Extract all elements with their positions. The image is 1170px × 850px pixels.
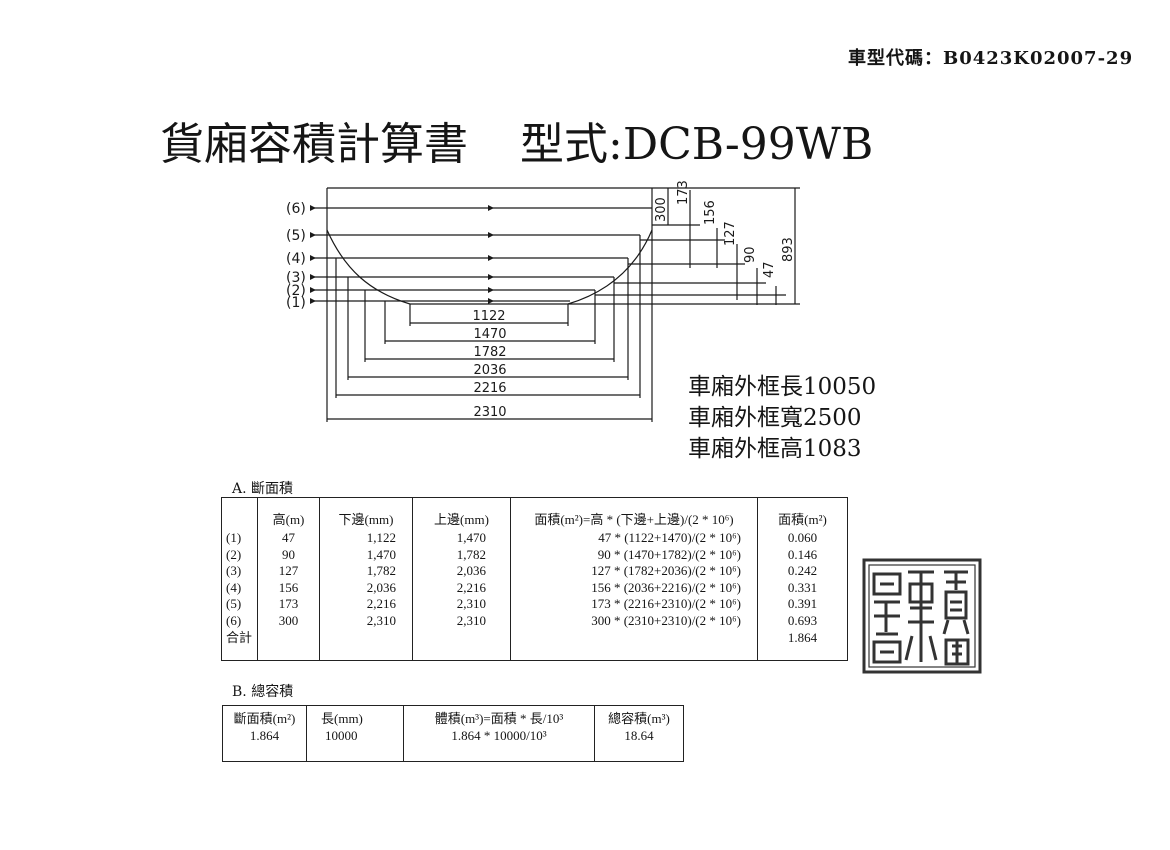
- formula-header: 面積(m²)=高 * (下邊+上邊)/(2 * 10⁶): [534, 512, 734, 527]
- row-index: (6): [226, 612, 242, 628]
- frame-height: 車廂外框高1083: [688, 436, 862, 462]
- total-label: 合計: [226, 629, 253, 645]
- frame-dimensions: 車廂外框長10050 車廂外框寬2500 車廂外框高1083: [688, 372, 876, 465]
- area-value: 0.060: [787, 530, 818, 545]
- area-value: 0.693: [787, 612, 818, 628]
- level-label: (2): [286, 283, 306, 299]
- vehicle-code: 車型代碼：B0423K02007-29: [848, 48, 1134, 69]
- area-value: 0.242: [787, 563, 818, 579]
- width-label: 2216: [473, 381, 506, 396]
- bottom-value: 1,782: [366, 563, 396, 579]
- bottom-value: 2,216: [366, 596, 396, 612]
- bottom-value: 1,470: [366, 546, 396, 562]
- level-label: (4): [286, 251, 306, 267]
- height-value: 300: [278, 612, 299, 628]
- height-value: 90: [282, 546, 295, 562]
- level-label: (1): [286, 295, 306, 311]
- top-value: 2,036: [456, 563, 486, 579]
- index-column: (1) (2) (3) (4) (5) (6) 合計: [222, 498, 258, 661]
- total-volume-table: 斷面積(m²) 1.864 長(mm) 10000 體積(m³)=面積 * 長/…: [222, 705, 684, 762]
- top-column: 上邊(mm) 1,470 1,782 2,036 2,216 2,310 2,3…: [412, 497, 511, 661]
- length-value: 10000: [325, 728, 358, 743]
- total-value: 1.864: [787, 629, 818, 645]
- formula-value: 47 * (1122+1470)/(2 * 10⁶): [598, 530, 741, 545]
- height-label: 173: [676, 180, 691, 205]
- top-value: 2,310: [456, 596, 486, 612]
- width-label: 2310: [473, 405, 506, 420]
- total-volume-value: 18.64: [624, 728, 654, 743]
- row-index: (5): [226, 596, 242, 612]
- title-model: 型式:DCB-99WB: [520, 119, 874, 170]
- formula-value: 173 * (2216+2310)/(2 * 10⁶): [591, 596, 741, 612]
- bottom-header: 下邊(mm): [338, 512, 394, 527]
- total-volume-cell: 總容積(m³) 18.64: [594, 705, 684, 762]
- frame-width: 車廂外框寬2500: [688, 405, 862, 431]
- cross-section-area-table: (1) (2) (3) (4) (5) (6) 合計 高(m) 47 90 12…: [221, 497, 848, 661]
- height-column: 高(m) 47 90 127 156 173 300: [257, 497, 320, 661]
- title-main: 貨廂容積計算書: [160, 119, 468, 170]
- volume-formula-value: 1.864 * 10000/10³: [451, 728, 547, 743]
- area-value: 0.146: [787, 546, 818, 562]
- height-label: 156: [703, 200, 718, 225]
- company-seal: [862, 558, 982, 674]
- bottom-value: 2,036: [366, 579, 396, 595]
- width-label: 1782: [473, 345, 506, 360]
- formula-value: 156 * (2036+2216)/(2 * 10⁶): [591, 579, 741, 595]
- area-value: 1.864: [249, 728, 280, 743]
- height-value: 173: [278, 596, 299, 612]
- area-header: 面積(m²): [778, 512, 827, 527]
- document-title: 貨廂容積計算書 型式:DCB-99WB: [160, 108, 873, 172]
- area-cell: 斷面積(m²) 1.864: [223, 706, 307, 762]
- formula-column: 面積(m²)=高 * (下邊+上邊)/(2 * 10⁶) 47 * (1122+…: [510, 497, 758, 661]
- section-a-label: A. 斷面積: [232, 481, 294, 497]
- bottom-value: 1,122: [366, 530, 396, 545]
- area-header: 斷面積(m²): [233, 711, 296, 726]
- width-label: 1122: [472, 309, 505, 324]
- length-header: 長(mm): [321, 711, 363, 726]
- level-label: (3): [286, 270, 306, 286]
- top-value: 2,216: [456, 579, 486, 595]
- row-index: (3): [226, 563, 242, 579]
- frame-length: 車廂外框長10050: [688, 374, 877, 400]
- top-header: 上邊(mm): [434, 512, 489, 527]
- level-label: (6): [286, 201, 306, 217]
- volume-formula-cell: 體積(m³)=面積 * 長/10³ 1.864 * 10000/10³: [403, 705, 595, 762]
- volume-formula-header: 體積(m³)=面積 * 長/10³: [434, 711, 564, 726]
- top-value: 1,470: [456, 530, 486, 545]
- height-label: 127: [723, 221, 738, 246]
- row-index: (2): [226, 546, 242, 562]
- height-value: 156: [278, 579, 299, 595]
- formula-value: 90 * (1470+1782)/(2 * 10⁶): [597, 546, 741, 562]
- bottom-value: 2,310: [366, 612, 396, 628]
- area-value: 0.331: [787, 579, 818, 595]
- width-label: 1470: [473, 327, 506, 342]
- top-value: 1,782: [456, 546, 486, 562]
- height-label: 90: [743, 246, 758, 263]
- height-header: 高(m): [272, 512, 305, 527]
- bottom-column: 下邊(mm) 1,122 1,470 1,782 2,036 2,216 2,3…: [319, 497, 413, 661]
- top-value: 2,310: [456, 612, 486, 628]
- formula-value: 127 * (1782+2036)/(2 * 10⁶): [591, 563, 741, 579]
- height-label: 300: [654, 197, 669, 222]
- level-label: (5): [286, 228, 306, 244]
- row-index: (1): [226, 530, 242, 545]
- height-value: 127: [278, 563, 299, 579]
- area-column: 面積(m²) 0.060 0.146 0.242 0.331 0.391 0.6…: [757, 497, 848, 661]
- section-b-label: B. 總容積: [232, 684, 294, 700]
- length-cell: 長(mm) 10000: [306, 705, 404, 762]
- height-value: 47: [282, 530, 295, 545]
- formula-value: 300 * (2310+2310)/(2 * 10⁶): [591, 612, 741, 628]
- width-label: 2036: [473, 363, 506, 378]
- row-index: (4): [226, 579, 242, 595]
- total-volume-header: 總容積(m³): [608, 711, 670, 726]
- height-label: 893: [781, 237, 796, 262]
- height-label: 47: [762, 261, 777, 278]
- area-value: 0.391: [787, 596, 818, 612]
- cross-section-diagram: (6) (5) (4) (3) (2) (1) 1122 1470 1782 2…: [286, 180, 800, 422]
